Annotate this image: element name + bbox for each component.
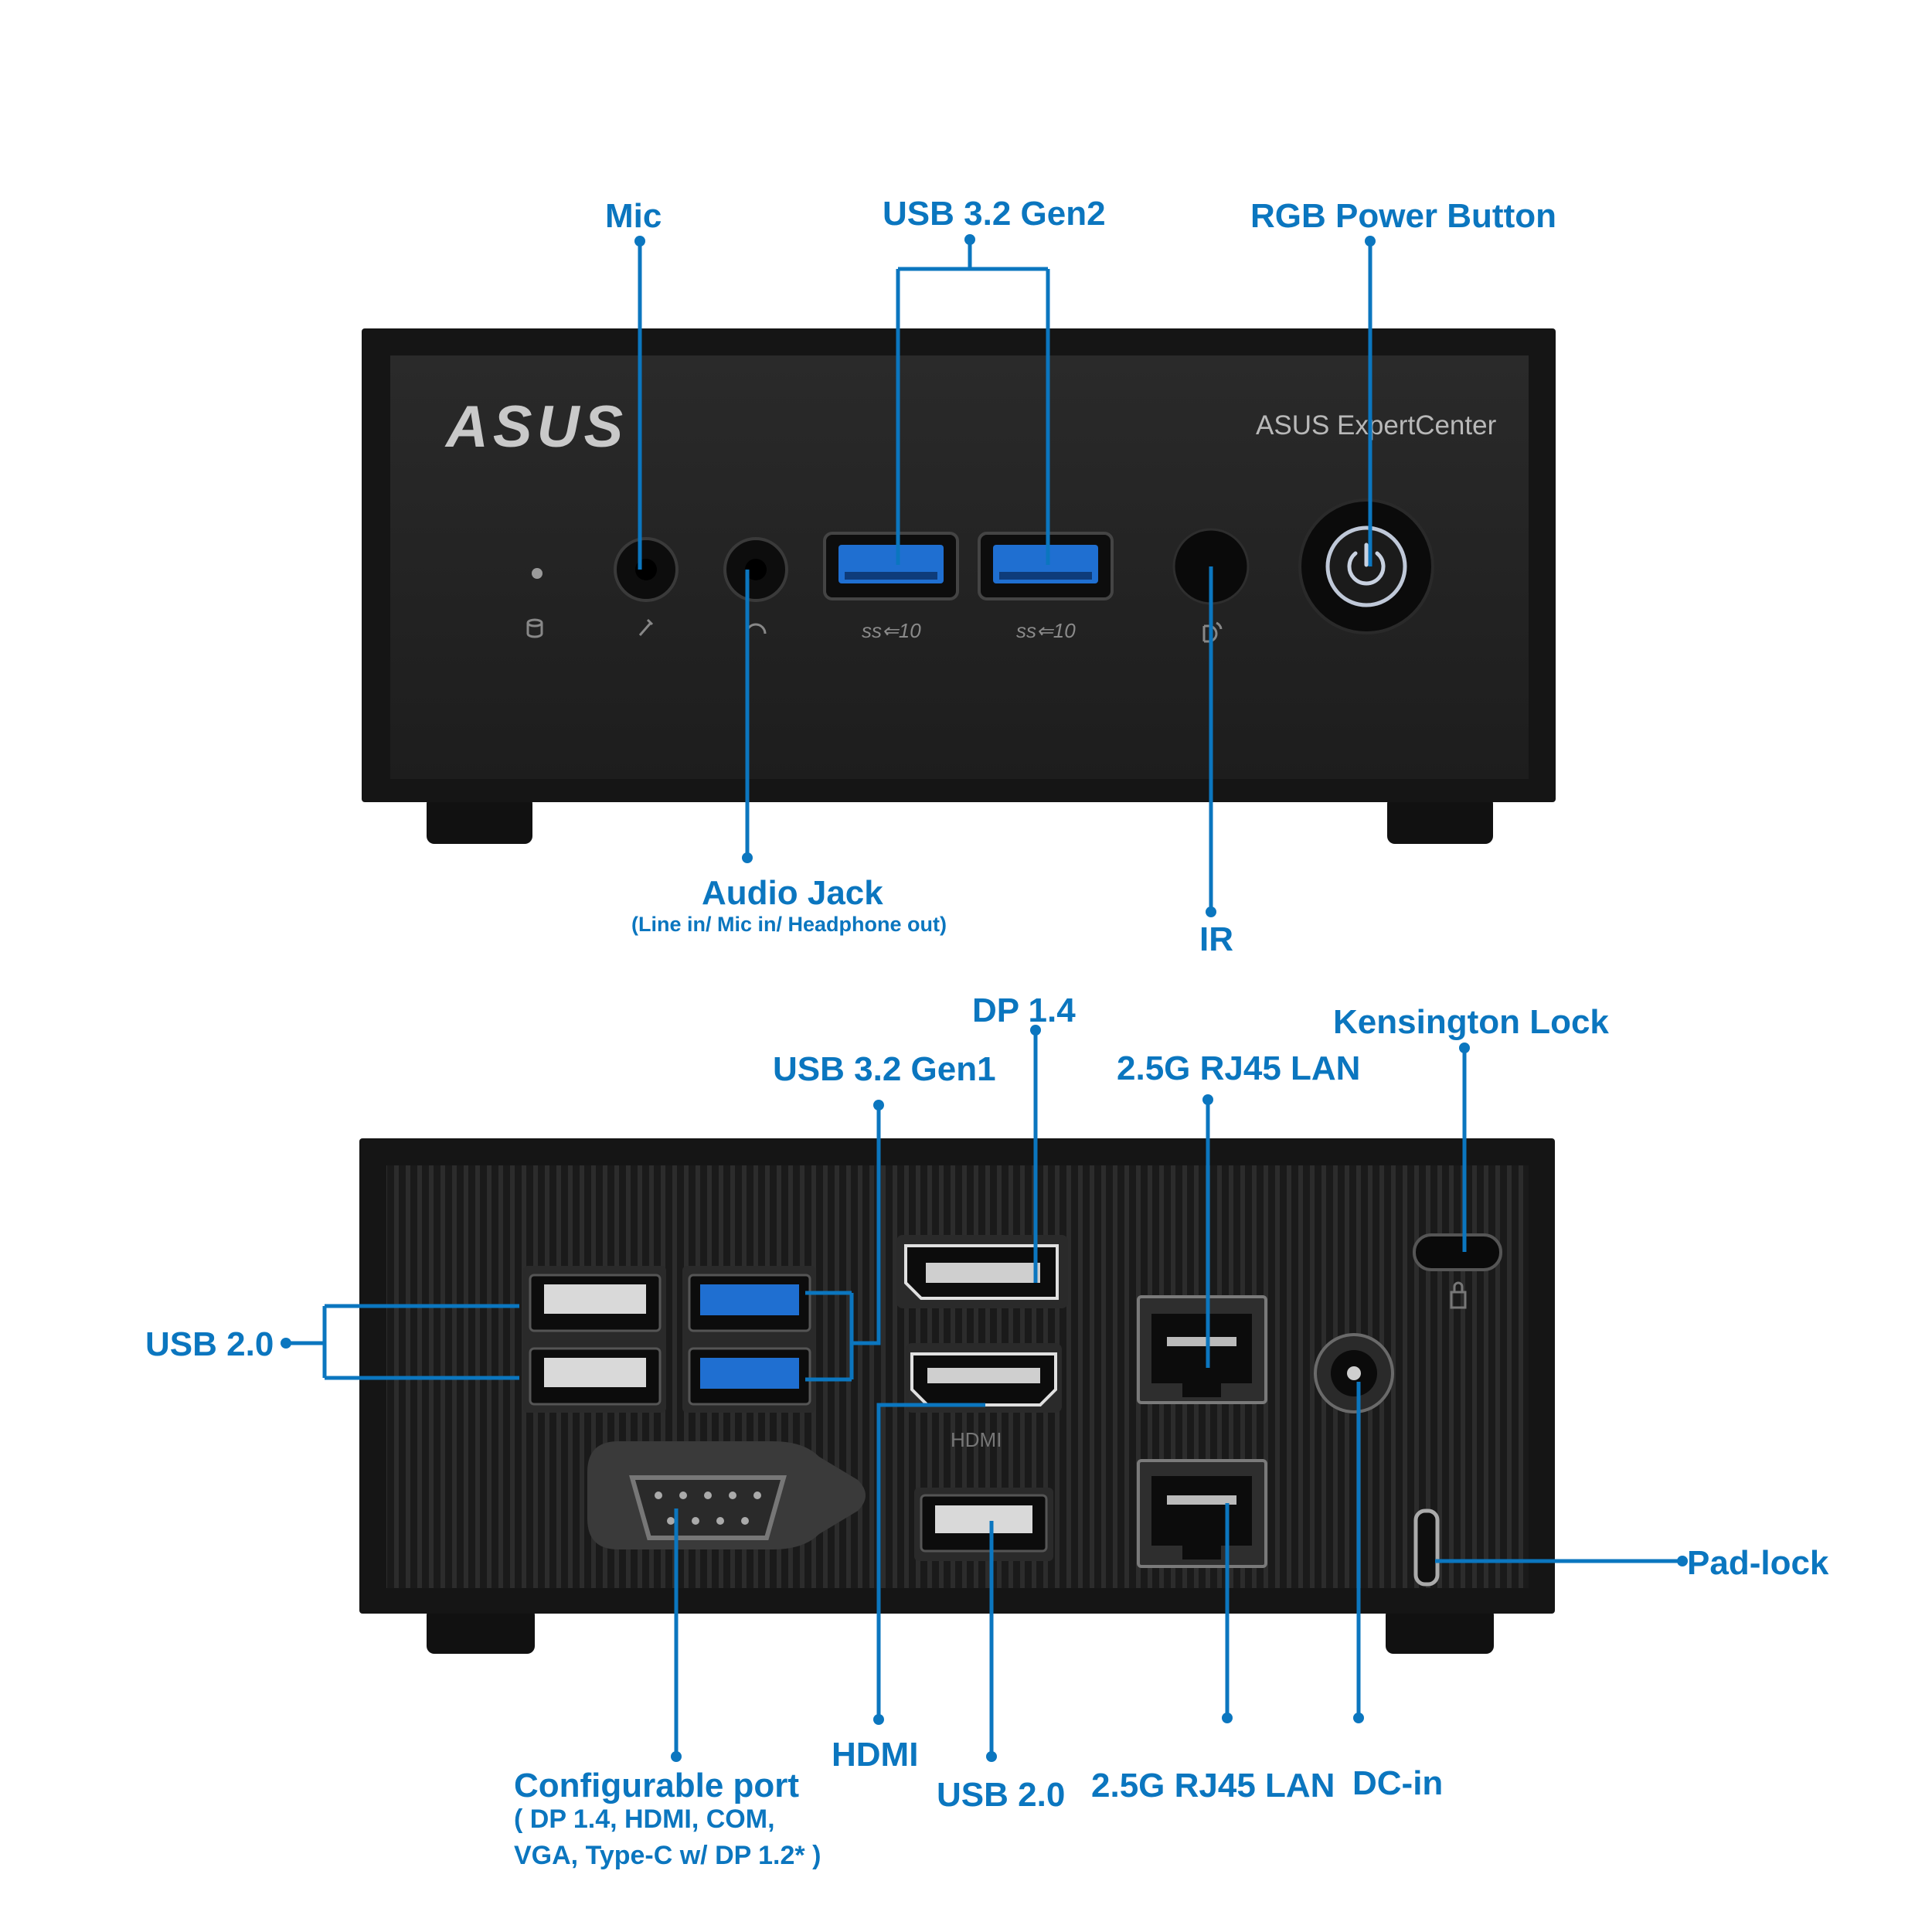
label-mic: Mic [605,197,662,235]
rear-view: HDMI [145,992,1829,1870]
front-usb-port-right: ss⇐10 [978,532,1114,642]
displayport-port [896,1235,1068,1308]
power-icon [1347,543,1386,586]
rear-usb20-stack [523,1266,666,1413]
microphone-icon [638,618,654,636]
hdmi-port: HDMI [906,1343,1062,1451]
label-config-port: Configurable port [514,1767,799,1804]
model-name: ASUS ExpertCenter [1256,410,1497,440]
rear-right-foot [1386,1607,1494,1654]
front-callouts [634,234,1376,917]
rj45-port-top [1137,1295,1267,1404]
lock-icon [1450,1281,1467,1309]
hdmi-mark: HDMI [951,1428,1002,1451]
rear-left-foot [427,1607,535,1654]
storage-icon [526,618,543,638]
label-rj45-bottom: 2.5G RJ45 LAN [1091,1767,1335,1804]
usb-speed-mark-left: ss⇐10 [862,619,921,642]
status-led [532,568,543,579]
label-usb20-bottom: USB 2.0 [937,1776,1065,1814]
label-usb-gen2: USB 3.2 Gen2 [883,195,1106,233]
usb-speed-mark-right: ss⇐10 [1016,619,1076,642]
padlock-loop [1413,1509,1440,1587]
label-dcin: DC-in [1352,1764,1443,1802]
configurable-port [587,1441,866,1549]
label-rj45-top: 2.5G RJ45 LAN [1117,1049,1360,1087]
front-right-foot [1387,796,1493,844]
front-usb-port-left: ss⇐10 [823,532,959,642]
rear-callouts [281,1025,1688,1762]
dc-in-port [1314,1333,1394,1413]
label-power-button: RGB Power Button [1250,197,1556,235]
label-hdmi: HDMI [832,1736,918,1774]
rj45-port-bottom [1137,1459,1267,1568]
front-view: ASUS ASUS ExpertCenter ss⇐10 ss⇐10 [362,195,1556,958]
label-usb-gen1: USB 3.2 Gen1 [773,1050,996,1088]
label-ir: IR [1199,920,1233,958]
label-audio-jack: Audio Jack [702,874,883,912]
label-audio-jack-sub: (Line in/ Mic in/ Headphone out) [631,913,947,936]
label-usb20-left: USB 2.0 [145,1325,274,1363]
label-config-port-sub2: VGA, Type-C w/ DP 1.2* ) [514,1841,821,1870]
asus-logo: ASUS [444,394,628,460]
rear-usb20-single [914,1488,1053,1561]
label-padlock: Pad-lock [1687,1544,1829,1582]
label-config-port-sub1: ( DP 1.4, HDMI, COM, [514,1804,775,1834]
rear-usb-gen1-stack [682,1266,815,1413]
kensington-slot [1413,1233,1502,1271]
label-kensington: Kensington Lock [1333,1003,1609,1041]
label-dp14: DP 1.4 [972,992,1076,1029]
front-left-foot [427,796,532,844]
